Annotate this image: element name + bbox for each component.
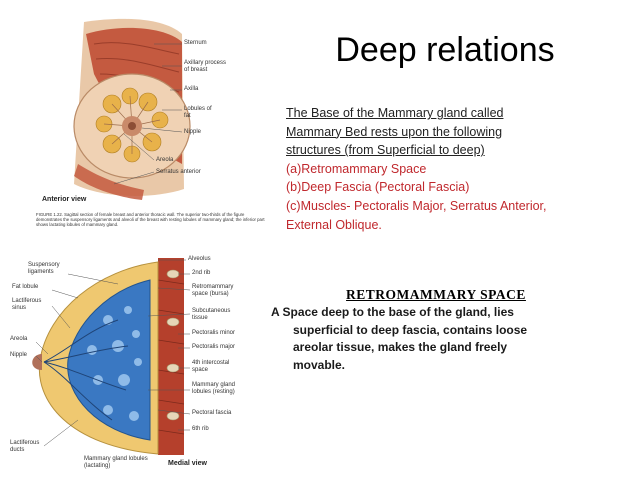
definition-line: movable. (293, 357, 346, 372)
intro-line: structures (from Superficial to deep) (286, 143, 485, 158)
retromammary-definition: A Space deep to the base of the gland, l… (271, 304, 621, 374)
label-serratus-anterior: Serratus anterior (156, 169, 201, 175)
slide-title: Deep relations (335, 31, 555, 69)
view-label-medial: Medial view (168, 460, 207, 467)
label-6th-rib: 6th rib (192, 426, 209, 432)
anatomy-figure-medial: Suspensory ligaments Fat lobule Lactifer… (8, 250, 248, 476)
label-mammary-lobules-lactating: Mammary gland lobules (lactating) (84, 456, 148, 469)
anatomy-figure-anterior: Sternum Axillary process of breast Axill… (14, 14, 260, 228)
label-areola: Areola (156, 157, 174, 163)
label-retromammary-space: Retromammary space (bursa) (192, 284, 234, 297)
figure-caption: FIGURE 1.22. Sagittal section of female … (36, 212, 265, 228)
label-axilla: Axilla (184, 86, 199, 92)
label-alveolus: Alveolus (188, 256, 211, 262)
list-line: (a)Retromammary Space (286, 161, 427, 176)
label-nipple: Nipple (184, 129, 202, 135)
label-pectoral-fascia: Pectoral fascia (192, 410, 232, 416)
list-line: External Oblique. (286, 217, 382, 232)
definition-line: superficial to deep fascia, contains loo… (293, 322, 528, 337)
label-areola-medial: Areola (10, 336, 28, 342)
label-subcutaneous-tissue: Subcutaneous tissue (192, 308, 231, 321)
label-fat-lobule: Fat lobule (12, 284, 39, 290)
list-line: (c)Muscles- Pectoralis Major, Serratus A… (286, 198, 547, 213)
label-lactiferous-sinus: Lactiferous sinus (12, 298, 42, 311)
intro-line: Mammary Bed rests upon the following (286, 124, 503, 139)
intro-line: The Base of the Mammary gland called (286, 106, 504, 120)
breast-medial-illustration (8, 250, 248, 476)
label-axillary-process: Axillary process of breast (184, 60, 227, 73)
label-pectoralis-minor: Pectoralis minor (192, 330, 236, 336)
breast-anterior-illustration (14, 14, 260, 228)
list-line: (b)Deep Fascia (Pectoral Fascia) (286, 180, 470, 195)
definition-line: areolar tissue, makes the gland freely (293, 340, 508, 354)
definition-line: A Space deep to the base of the gland, l… (271, 305, 514, 319)
label-suspensory-ligaments: Suspensory ligaments (28, 262, 60, 275)
label-4th-intercostal-space: 4th intercostal space (192, 360, 230, 373)
view-label-anterior: Anterior view (42, 196, 87, 203)
label-sternum: Sternum (184, 40, 207, 46)
deep-relations-text: The Base of the Mammary gland called Mam… (286, 104, 626, 234)
label-nipple-medial: Nipple (10, 352, 28, 358)
label-mammary-lobules-resting: Mammary gland lobules (resting) (192, 382, 236, 395)
label-lobules-of-fat: Lobules of fat (184, 106, 212, 119)
label-lactiferous-ducts: Lactiferous ducts (10, 440, 40, 453)
retromammary-heading: RETROMAMMARY SPACE (346, 287, 526, 302)
label-pectoralis-major: Pectoralis major (192, 344, 236, 350)
label-2nd-rib: 2nd rib (192, 270, 211, 276)
